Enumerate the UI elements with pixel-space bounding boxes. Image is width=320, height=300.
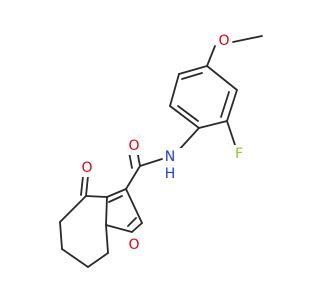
bond-furan-2	[105, 196, 108, 226]
bond-carbonyl-nitrogen	[139, 158, 163, 167]
furan-oxygen-label: O	[128, 237, 139, 253]
amide-nitrogen-label: N	[165, 149, 175, 165]
bond-chain-2	[59, 221, 63, 250]
bond-furan-1	[106, 188, 127, 198]
methoxy-oxygen-label: O	[218, 33, 229, 49]
bond-ring-a-5-inner	[220, 91, 230, 118]
bond-carbonyl-furan	[125, 165, 141, 190]
bond-furan-4	[131, 222, 143, 233]
bond-ketone-oxygen-1	[85, 175, 89, 197]
bond-furan-5	[125, 188, 143, 224]
bond-ketone-carbon	[85, 195, 108, 198]
bond-ring-a-4	[198, 120, 228, 129]
atom-labels: O F O N H O O	[79, 32, 246, 254]
bond-ring-a-5	[226, 89, 238, 122]
bond-ketone-oxygen-2	[80, 175, 84, 196]
bond-oxygen-ring	[206, 45, 216, 67]
bond-chain-5	[105, 224, 109, 254]
bond-ring-a-2	[169, 73, 180, 107]
fluorine-label: F	[235, 146, 243, 162]
bond-ring-a-1	[178, 65, 208, 75]
bond-chain-4	[87, 252, 109, 268]
bond-ring-fluorine	[226, 120, 237, 149]
amide-oxygen-label: O	[128, 138, 139, 154]
bond-furan-3	[105, 224, 133, 233]
bond-chain-1	[59, 195, 87, 223]
amide-hydrogen-label: H	[165, 166, 176, 182]
bond-furan-4-inner	[127, 217, 137, 227]
bond-ring-a-1-inner	[181, 72, 203, 80]
chemical-structure-diagram: O F O N H O O	[59, 32, 263, 268]
bond-lines	[59, 35, 263, 268]
bond-furan-1-inner	[108, 195, 123, 203]
bond-ring-a-3	[169, 105, 200, 129]
bond-methyl-oxygen	[232, 35, 263, 43]
bond-chain-3	[61, 248, 89, 268]
bond-ring-a-3-inner	[177, 105, 199, 122]
bond-ring-a-6	[206, 65, 238, 91]
ketone-oxygen-label: O	[81, 160, 92, 176]
